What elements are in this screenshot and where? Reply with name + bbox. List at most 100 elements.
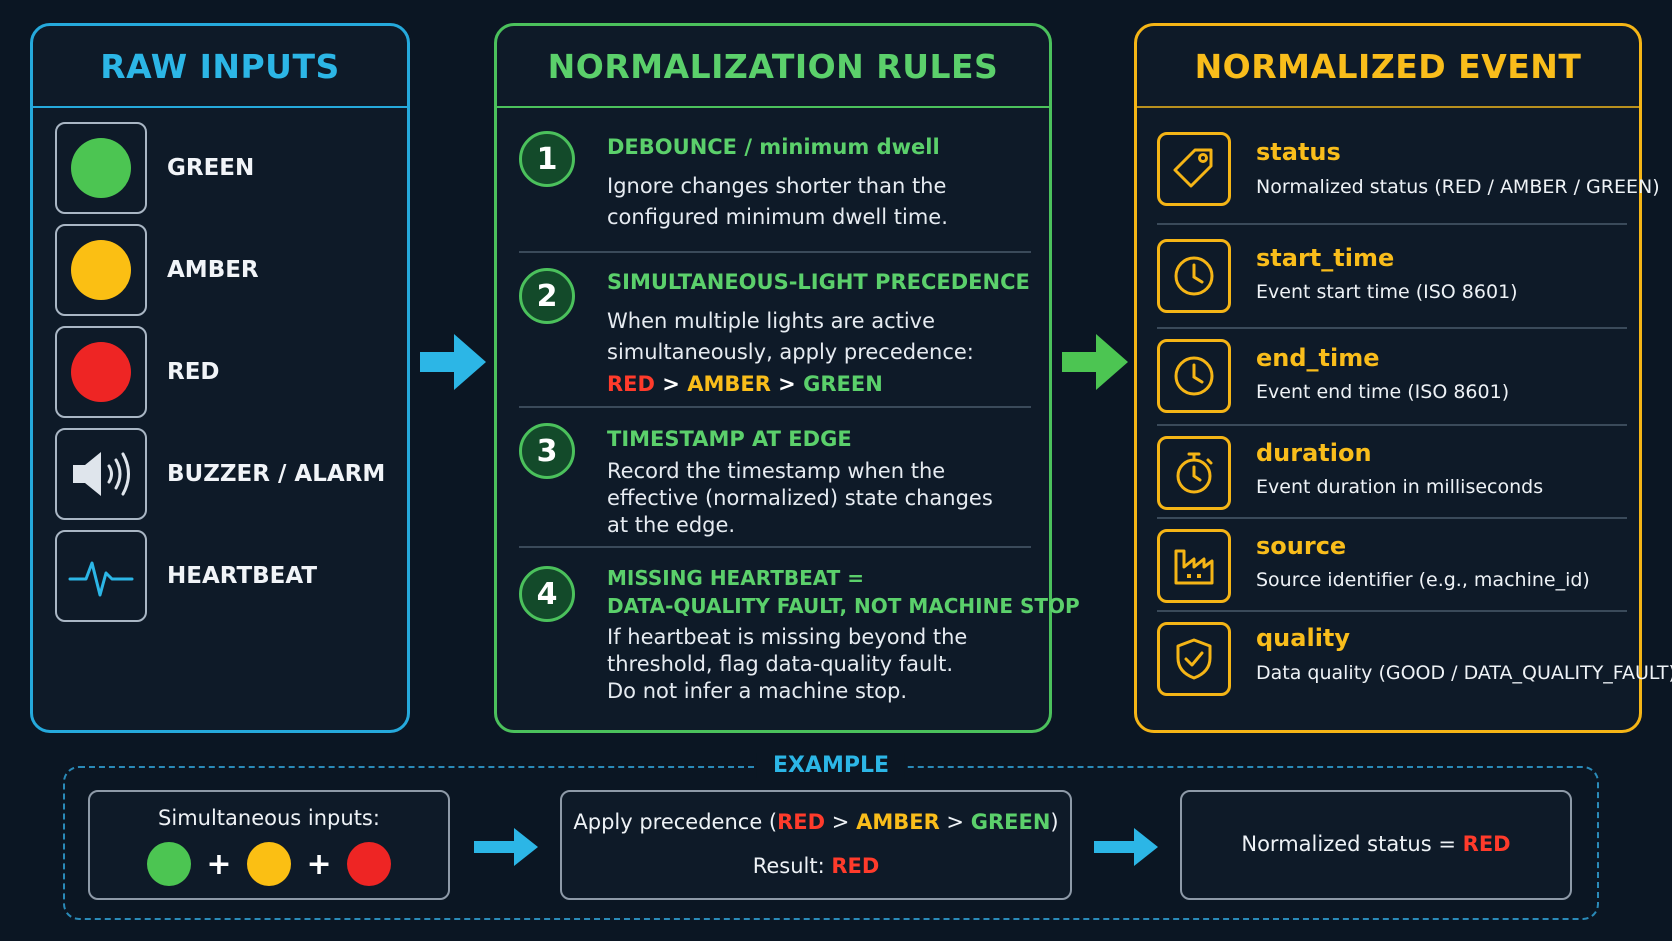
green-light-icon — [146, 842, 191, 886]
apply-prefix: Apply precedence ( — [573, 810, 778, 834]
normalized-event-panel: NORMALIZED EVENT status Normalized statu… — [1134, 23, 1672, 733]
divider — [1157, 424, 1627, 426]
plus-symbol: + — [306, 846, 332, 882]
clock-icon — [1174, 356, 1214, 396]
flow-arrow-icon — [1094, 828, 1158, 866]
raw-input-buzzer-box — [55, 428, 147, 520]
example-input-lights: + + — [90, 842, 448, 886]
divider — [519, 406, 1031, 408]
divider — [1157, 610, 1627, 612]
flow-arrow-icon — [1062, 334, 1128, 390]
red-light-icon — [347, 842, 392, 886]
plus-symbol: + — [206, 846, 232, 882]
green-light-icon — [71, 138, 131, 198]
red-light-icon — [71, 342, 131, 402]
raw-input-red: RED — [55, 326, 220, 418]
rules-title: NORMALIZATION RULES — [497, 26, 1049, 108]
example-inputs-label: Simultaneous inputs: — [158, 806, 380, 830]
raw-inputs-panel: RAW INPUTS GREEN AMBER RED BUZZER / ALAR… — [30, 23, 410, 733]
field-desc: Event duration in milliseconds — [1256, 476, 1544, 498]
example-section: EXAMPLE Simultaneous inputs: + + Apply p… — [63, 753, 1599, 920]
raw-input-amber: AMBER — [55, 224, 259, 316]
speaker-icon — [73, 452, 130, 496]
field-icon-box — [1157, 622, 1231, 696]
example-result-line: Result: RED — [562, 854, 1070, 878]
amber-light-icon — [71, 240, 131, 300]
flow-arrow-icon — [474, 828, 538, 866]
raw-input-green: GREEN — [55, 122, 254, 214]
rule-heartbeat: 4 MISSING HEARTBEAT = DATA-QUALITY FAULT… — [519, 564, 1080, 724]
apply-suffix: ) — [1050, 810, 1059, 834]
gt-symbol: > — [946, 810, 965, 834]
rule-number-badge: 1 — [519, 131, 575, 187]
result-value: RED — [831, 854, 880, 878]
field-name: quality — [1256, 624, 1351, 652]
field-name: end_time — [1256, 344, 1380, 372]
amber-light-icon — [247, 842, 291, 886]
equals-symbol: = — [1438, 832, 1456, 856]
normalized-value: RED — [1462, 832, 1511, 856]
rule-text: Record the timestamp when the — [607, 459, 946, 483]
precedence-green: GREEN — [803, 372, 883, 396]
raw-input-label: HEARTBEAT — [167, 563, 318, 589]
divider — [1157, 517, 1627, 519]
example-title: EXAMPLE — [756, 753, 906, 778]
field-end-time: end_time Event end time (ISO 8601) — [1157, 339, 1627, 419]
raw-input-buzzer: BUZZER / ALARM — [55, 428, 385, 520]
gt-symbol: > — [831, 810, 850, 834]
rule-debounce: 1 DEBOUNCE / minimum dwell Ignore change… — [519, 131, 1031, 251]
rule-number-badge: 4 — [519, 566, 575, 622]
clock-icon — [1174, 256, 1214, 296]
field-name: start_time — [1256, 244, 1395, 272]
precedence-amber: AMBER — [856, 810, 940, 834]
field-icon-box — [1157, 339, 1231, 413]
raw-input-label: GREEN — [167, 155, 255, 181]
field-desc: Source identifier (e.g., machine_id) — [1256, 569, 1590, 591]
rule-text: simultaneously, apply precedence: — [607, 340, 974, 364]
heartbeat-icon — [68, 561, 134, 597]
rule-timestamp: 3 TIMESTAMP AT EDGE Record the timestamp… — [519, 423, 1031, 543]
rule-precedence: 2 SIMULTANEOUS-LIGHT PRECEDENCE When mul… — [519, 268, 1031, 408]
rule-text: effective (normalized) state changes — [607, 486, 993, 510]
example-output-box: Normalized status = RED — [1180, 790, 1572, 900]
raw-input-green-box — [55, 122, 147, 214]
factory-icon — [1174, 549, 1214, 585]
field-name: status — [1256, 138, 1341, 166]
field-duration: duration Event duration in milliseconds — [1157, 436, 1627, 516]
raw-input-label: RED — [167, 359, 220, 385]
event-title: NORMALIZED EVENT — [1137, 26, 1639, 108]
field-status: status Normalized status (RED / AMBER / … — [1157, 132, 1660, 212]
field-desc: Normalized status (RED / AMBER / GREEN) — [1256, 176, 1660, 198]
example-inputs-box: Simultaneous inputs: + + — [88, 790, 450, 900]
normalization-rules-panel: NORMALIZATION RULES 1 DEBOUNCE / minimum… — [494, 23, 1080, 733]
field-icon-box — [1157, 239, 1231, 313]
rule-title: MISSING HEARTBEAT = — [607, 566, 865, 590]
rule-text: configured minimum dwell time. — [607, 205, 948, 229]
field-start-time: start_time Event start time (ISO 8601) — [1157, 239, 1627, 319]
gt-symbol: > — [662, 372, 680, 396]
precedence-order: RED > AMBER > GREEN — [607, 369, 883, 399]
field-quality: quality Data quality (GOOD / DATA_QUALIT… — [1157, 622, 1672, 702]
field-source: source Source identifier (e.g., machine_… — [1157, 529, 1627, 609]
precedence-red: RED — [777, 810, 826, 834]
divider — [1157, 223, 1627, 225]
field-desc: Event start time (ISO 8601) — [1256, 281, 1518, 303]
example-output-line: Normalized status = RED — [1182, 832, 1570, 856]
rule-title: DATA-QUALITY FAULT, NOT MACHINE STOP — [607, 594, 1080, 618]
gt-symbol: > — [778, 372, 796, 396]
rule-text: If heartbeat is missing beyond the — [607, 625, 968, 649]
tag-icon — [1173, 148, 1213, 188]
raw-input-label: BUZZER / ALARM — [167, 461, 386, 487]
rule-text: Ignore changes shorter than the — [607, 174, 947, 198]
raw-input-heartbeat-box — [55, 530, 147, 622]
example-precedence-box: Apply precedence (RED > AMBER > GREEN) R… — [560, 790, 1072, 900]
rule-text: Do not infer a machine stop. — [607, 679, 908, 703]
flow-arrow-icon — [420, 334, 486, 390]
field-name: source — [1256, 532, 1347, 560]
precedence-amber: AMBER — [687, 372, 771, 396]
field-desc: Event end time (ISO 8601) — [1256, 381, 1510, 403]
rule-text: threshold, flag data-quality fault. — [607, 652, 954, 676]
result-label: Result: — [752, 854, 825, 878]
example-precedence-line: Apply precedence (RED > AMBER > GREEN) — [562, 810, 1070, 834]
field-icon-box — [1157, 436, 1231, 510]
